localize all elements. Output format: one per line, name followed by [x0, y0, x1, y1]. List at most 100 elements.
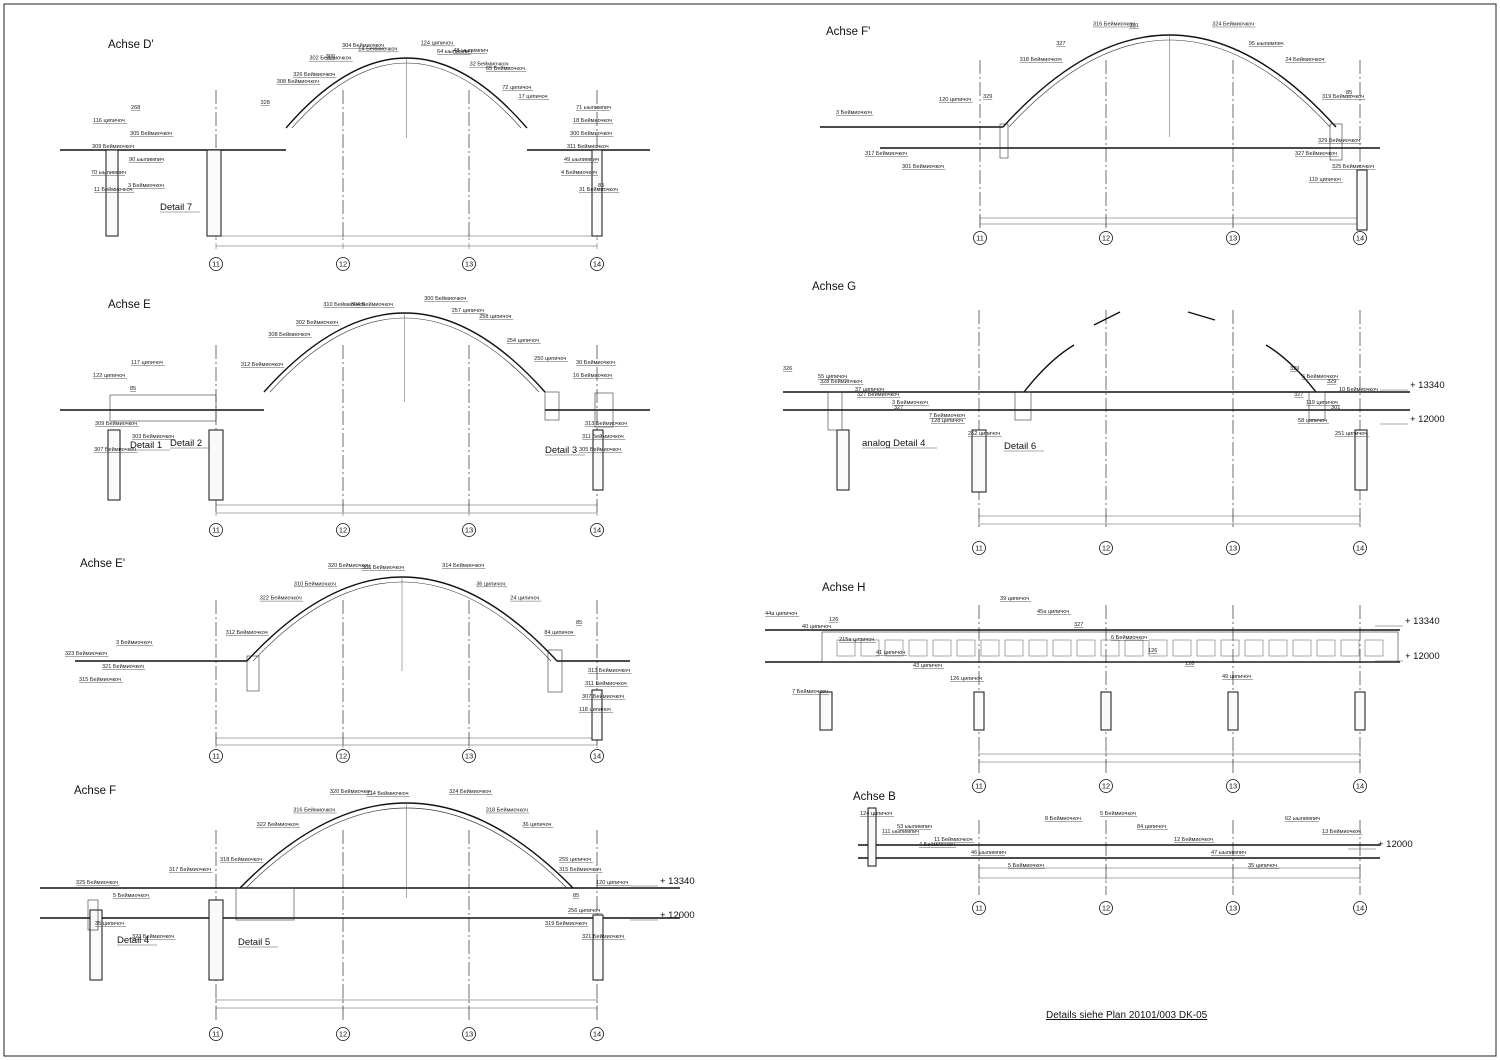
section-title: Achse E [108, 299, 151, 311]
part-label: 311 Беймиочкоч [582, 433, 624, 440]
axis-bubble [209, 257, 223, 271]
axis-bubble [1099, 231, 1113, 245]
axis-number: 14 [593, 260, 601, 269]
truss-panel [1076, 639, 1096, 657]
part-label: 314 Беймиочкоч [442, 562, 484, 569]
bearing-block [999, 123, 1009, 159]
part-label: 126 ципичоч [950, 676, 982, 682]
axis-number: 13 [465, 260, 473, 269]
part-label: 308 Беймиочкоч [277, 78, 319, 85]
column [208, 429, 224, 501]
part-label: 312 Беймиочкоч [241, 361, 283, 368]
axis-bubble [1353, 779, 1367, 793]
part-label: 327 [1074, 622, 1083, 628]
truss-panel [908, 639, 928, 657]
section-title: Achse H [822, 582, 865, 594]
column [591, 149, 603, 237]
level-marker: + 12000 [1405, 651, 1440, 662]
section-title: Achse G [812, 281, 856, 293]
axis-bubble [1353, 541, 1367, 555]
part-label: 307 Беймиочкоч [94, 446, 136, 453]
part-label: 36 ципичоч [476, 581, 505, 587]
axis-bubble [1226, 901, 1240, 915]
part-label: 85 [598, 183, 604, 189]
axis-bubble [1099, 541, 1113, 555]
part-label: 18 Беймиочкоч [573, 117, 612, 124]
arch-segment [1187, 311, 1216, 321]
arch-segment [1093, 311, 1121, 326]
column [208, 899, 224, 981]
arch-segment [1265, 344, 1317, 393]
part-label: 328 [261, 100, 270, 106]
part-label: 85 [573, 893, 579, 899]
level-marker: + 12000 [1378, 839, 1413, 850]
part-label: 327 [1056, 41, 1065, 47]
part-label: 35 ципичоч [95, 921, 124, 927]
truss-panel [956, 639, 976, 657]
part-label: 11 Беймиочкоч [934, 836, 973, 843]
part-label: 84 ципичоч [1137, 824, 1166, 830]
column [1354, 429, 1368, 491]
bearing-block [87, 899, 99, 931]
part-label: 126 [829, 617, 838, 623]
truss-panel [884, 639, 904, 657]
part-label: 3 Беймиочкоч [892, 399, 928, 406]
part-label: 326 [783, 366, 792, 372]
truss-panel [1220, 639, 1240, 657]
column [1100, 691, 1112, 731]
part-label: 314 Беймиочкоч [367, 790, 409, 797]
part-label: 329 [1327, 379, 1336, 385]
part-label: 4 Беймиочкоч [561, 169, 597, 176]
column [592, 914, 604, 981]
part-label: 325 Беймиочкоч [1332, 163, 1374, 170]
part-label: 215a ципичоч [839, 637, 874, 643]
axis-bubble [972, 541, 986, 555]
part-label: 45a ципичоч [1037, 609, 1069, 615]
part-label: 40 ципичоч [802, 624, 831, 630]
part-label: 255 ципичоч [559, 857, 591, 863]
axis-bubble [973, 231, 987, 245]
column [867, 807, 877, 867]
detail-callout: Detail 1 [130, 440, 162, 451]
axis-bubble [1226, 231, 1240, 245]
part-label: 3 Беймиочкоч [836, 109, 872, 116]
footer-note: Details siehe Plan 20101/003 DK-05 [1046, 1010, 1208, 1021]
part-label: 321 Беймиочкоч [102, 663, 144, 670]
part-label: 41 ципичоч [876, 650, 905, 656]
part-label: 119 ципичоч [1309, 177, 1341, 183]
column [1227, 691, 1239, 731]
part-label: 39 ципичоч [1000, 596, 1029, 602]
part-label: 17 ципичоч [519, 94, 548, 100]
part-label: 10 Беймиочкоч [1339, 386, 1378, 393]
part-label: 327 [1294, 392, 1303, 398]
axis-bubble [462, 749, 476, 763]
part-label: 37 ципичоч [855, 387, 884, 393]
part-label: 257 ципичоч [452, 308, 484, 314]
part-label: 324 Беймиочкоч [449, 788, 491, 795]
part-label: 321 Беймиочкоч [582, 933, 624, 940]
part-label: 318 Беймиочкоч [486, 807, 528, 814]
part-label: 7 Беймиочкоч [792, 688, 828, 695]
axis-bubble [590, 749, 604, 763]
truss-panel [1196, 639, 1216, 657]
detail-callout: Detail 3 [545, 445, 577, 456]
part-label: 309 Беймиочкоч [92, 143, 134, 150]
axis-number: 12 [339, 752, 347, 761]
part-label: 3 Беймиочкоч [116, 639, 152, 646]
part-label: 323 Беймиочкоч [65, 650, 107, 657]
part-label: 13 Беймиочкоч [1322, 828, 1361, 835]
arch-segment [1023, 344, 1075, 393]
truss-panel [1028, 639, 1048, 657]
level-marker: + 12000 [660, 910, 695, 921]
part-label: 6 Беймиочкоч [1302, 373, 1338, 380]
part-label: 305 Беймиочкоч [130, 130, 172, 137]
axis-number: 14 [1356, 782, 1364, 791]
axis-number: 14 [593, 1030, 601, 1039]
part-label: 251 ципичоч [1335, 431, 1367, 437]
part-label: 117 ципичоч [131, 360, 163, 366]
part-label: 11 Беймиочкоч [94, 186, 133, 193]
